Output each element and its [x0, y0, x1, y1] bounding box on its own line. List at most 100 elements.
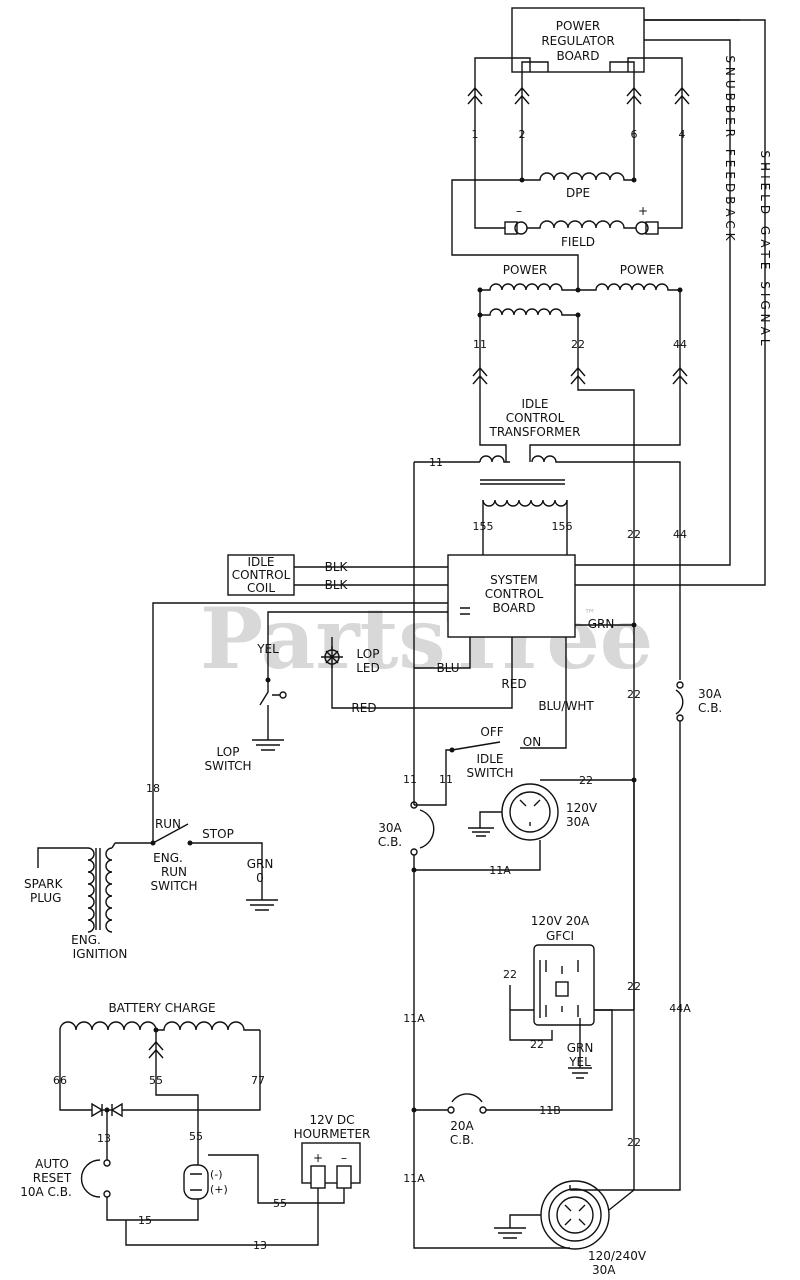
field-plus: +: [638, 204, 648, 218]
outlet-120-240-line1: 120/240V: [588, 1249, 647, 1263]
grn-yel-line2: YEL: [568, 1055, 591, 1069]
wire-11-mid-label2: 11: [439, 773, 453, 786]
wire-22-c-label: 22: [579, 774, 593, 787]
grn-yel-line1: GRN: [567, 1041, 594, 1055]
run-label: RUN: [155, 817, 181, 831]
blu-wire: BLU: [436, 661, 459, 675]
idle-switch-line1: IDLE: [476, 752, 503, 766]
idle-control-transformer-line2: CONTROL: [506, 411, 565, 425]
idle-control-coil: [227, 554, 295, 596]
battery-charge-winding-left: [59, 1021, 157, 1031]
wire-11-left-label: 11: [403, 773, 417, 786]
shield-gate-signal-label: SHIELD GATE SIGNAL: [758, 150, 772, 349]
eng-run-switch-line3: SWITCH: [150, 879, 197, 893]
idle-switch-on: ON: [523, 735, 541, 749]
wire-77-label: 77: [251, 1074, 265, 1087]
idle-control-transformer-line3: TRANSFORMER: [489, 425, 581, 439]
blk-wire-1: BLK: [325, 560, 349, 574]
grn-0-line2: 0: [256, 871, 264, 885]
grn-0-line1: GRN: [247, 857, 274, 871]
outlet-120-30-line1: 120V: [566, 801, 598, 815]
wire-11a-a-label: 11A: [489, 864, 511, 877]
wire-155-label: 155: [473, 520, 494, 533]
outlet-120-240v-icon: [540, 1180, 610, 1250]
cb20-line2: C.B.: [450, 1133, 474, 1147]
wire-22-d-label: 22: [627, 980, 641, 993]
system-control-board-line1: SYSTEM: [490, 573, 538, 587]
idle-control-coil-line1: IDLE: [247, 555, 274, 569]
power-winding-right: [578, 283, 680, 291]
auto-reset-line2: RESET: [33, 1171, 72, 1185]
wire-22-b-label: 22: [627, 688, 641, 701]
battery-charge-label: BATTERY CHARGE: [108, 1001, 215, 1015]
field-brush-left: [504, 221, 518, 235]
idle-switch-line2: SWITCH: [466, 766, 513, 780]
hourmeter-terminal-plus: [310, 1165, 326, 1189]
cb30-right-line1: 30A: [698, 687, 722, 701]
diode-right-icon: [110, 1102, 123, 1118]
transformer-secondary: [482, 499, 568, 507]
wire-13-b-label: 13: [253, 1239, 267, 1252]
watermark: PartsTree: [200, 589, 653, 688]
cb30-left-line2: C.B.: [378, 835, 402, 849]
hourmeter-plus: +: [313, 1151, 323, 1165]
gfci-line2: GFCI: [546, 929, 574, 943]
transformer-primary-left: [479, 455, 510, 463]
field-winding: [527, 220, 636, 229]
wire-44-mid-label: 44: [673, 338, 687, 351]
wire-44a-label: 44A: [669, 1002, 691, 1015]
eng-ignition-line1: ENG.: [71, 933, 101, 947]
battery-connector-icon: [183, 1164, 209, 1200]
eng-ignition-line2: IGNITION: [73, 947, 128, 961]
hourmeter-terminal-minus: [336, 1165, 352, 1189]
idle-switch-off: OFF: [480, 725, 503, 739]
power-regulator-board-line1: POWER: [556, 19, 600, 33]
wire-6-label: 6: [631, 128, 638, 141]
wire-22-gfci-b-label: 22: [530, 1038, 544, 1051]
dpe-winding: [522, 172, 634, 181]
top-wire-harness: [467, 57, 690, 229]
spark-plug-line2: PLUG: [30, 891, 61, 905]
grn-board-wire: GRN: [588, 617, 615, 631]
lop-led-line2: LED: [356, 661, 380, 675]
wire-156-label: 156: [552, 520, 573, 533]
power-regulator-board-line3: BOARD: [556, 49, 599, 63]
wire-2-label: 2: [519, 128, 526, 141]
idle-control-coil-line3: COIL: [247, 581, 275, 595]
wire-55-a-label: 55: [149, 1074, 163, 1087]
dpe-label: DPE: [566, 186, 590, 200]
transformer-primary-right: [531, 455, 562, 463]
yel-wire: YEL: [256, 642, 279, 656]
auto-reset-line3: 10A C.B.: [20, 1185, 72, 1199]
ignition-primary-coil: [105, 847, 113, 933]
gfci-line1: 120V 20A: [531, 914, 590, 928]
diode-left-icon: [91, 1102, 104, 1118]
eng-run-switch-line1: ENG.: [153, 851, 183, 865]
spark-plug-line1: SPARK: [24, 877, 64, 891]
cb30-right-line2: C.B.: [698, 701, 722, 715]
power-left-label: POWER: [503, 263, 547, 277]
wire-1-label: 1: [472, 128, 479, 141]
battery-charge-winding-right: [156, 1021, 260, 1031]
wire-44-a-label: 44: [673, 528, 687, 541]
lop-led-line1: LOP: [357, 647, 380, 661]
hourmeter-line2: HOURMETER: [294, 1127, 371, 1141]
snubber-feedback-label: SNUBBER FEEDBACK: [723, 55, 737, 244]
red-bottom-wire: RED: [351, 701, 376, 715]
wire-66-label: 66: [53, 1074, 67, 1087]
wire-22-gfci-a-label: 22: [503, 968, 517, 981]
power-winding-left-top: [480, 283, 578, 291]
power-right-label: POWER: [620, 263, 664, 277]
idle-control-coil-line2: CONTROL: [232, 568, 291, 582]
wire-11a-c-label: 11A: [403, 1172, 425, 1185]
lop-switch-line2: SWITCH: [204, 759, 251, 773]
gfci-outlet-icon: [533, 944, 595, 1026]
eng-run-switch-line2: RUN: [161, 865, 187, 879]
outlet-120-30-line2: 30A: [566, 815, 590, 829]
wire-15-label: 15: [138, 1214, 152, 1227]
wire-4-label: 4: [679, 128, 686, 141]
wire-11a-b-label: 11A: [403, 1012, 425, 1025]
cb30-left-line1: 30A: [378, 821, 402, 835]
outlet-120-240-line2: 30A: [592, 1263, 616, 1277]
